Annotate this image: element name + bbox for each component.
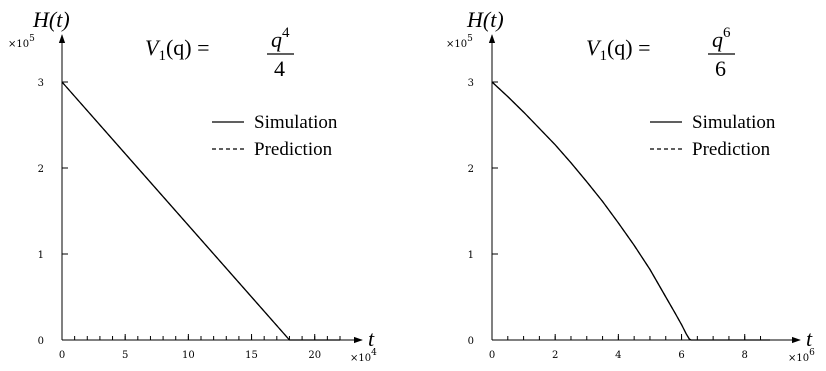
x-tick-label: 5 [122, 350, 128, 361]
formula-denominator: 6 [715, 56, 726, 81]
formula: V1(q) =q66 [586, 25, 735, 81]
formula: V1(q) =q44 [145, 25, 294, 81]
formula-numerator-exp: 4 [282, 25, 290, 41]
formula-numerator-exp: 6 [723, 25, 731, 41]
y-tick-label: 3 [468, 78, 474, 89]
legend-label-simulation: Simulation [692, 112, 776, 133]
y-tick-label: 0 [468, 336, 474, 347]
y-tick-label: 2 [468, 164, 474, 175]
x-axis-label: t [806, 326, 813, 351]
y-tick-label: 1 [468, 250, 474, 261]
x-multiplier: ×104 [350, 348, 377, 364]
y-axis-label: H(t) [32, 7, 70, 32]
x-tick-label: 4 [615, 350, 621, 361]
legend-label-prediction: Prediction [692, 139, 771, 160]
x-axis-label: t [368, 326, 375, 351]
x-tick-label: 20 [308, 350, 321, 361]
y-tick-label: 0 [38, 336, 44, 347]
y-tick-label: 3 [38, 78, 44, 89]
y-axis-label: H(t) [466, 7, 504, 32]
x-multiplier-exp: 6 [809, 348, 815, 358]
formula-arg: (q) = [166, 35, 210, 60]
formula-numerator: q6 [712, 25, 731, 52]
y-multiplier-exp: 5 [29, 34, 35, 44]
x-tick-label: 2 [552, 350, 558, 361]
formula-numerator: q4 [271, 25, 290, 52]
y-multiplier: ×105 [8, 34, 35, 50]
y-tick-label: 1 [38, 250, 44, 261]
formula-lhs: V1(q) = [145, 35, 210, 64]
formula-subscript: 1 [599, 48, 607, 64]
formula-subscript: 1 [158, 48, 166, 64]
formula-arg: (q) = [607, 35, 651, 60]
x-tick-label: 10 [182, 350, 195, 361]
x-tick-label: 0 [489, 350, 495, 361]
formula-symbol: V [586, 35, 602, 60]
y-multiplier-exp: 5 [467, 34, 473, 44]
x-multiplier: ×106 [788, 348, 815, 364]
series-line-prediction [491, 81, 770, 341]
formula-lhs: V1(q) = [586, 35, 651, 64]
y-multiplier: ×105 [446, 34, 473, 50]
legend-label-prediction: Prediction [254, 139, 333, 160]
formula-symbol: V [145, 35, 161, 60]
legend-label-simulation: Simulation [254, 112, 338, 133]
x-multiplier-exp: 4 [371, 348, 377, 358]
x-tick-label: 6 [678, 350, 684, 361]
x-tick-label: 8 [742, 350, 748, 361]
x-tick-label: 0 [59, 350, 65, 361]
series-line-prediction [61, 81, 340, 341]
y-tick-label: 2 [38, 164, 44, 175]
x-tick-label: 15 [245, 350, 258, 361]
formula-denominator: 4 [274, 56, 285, 81]
